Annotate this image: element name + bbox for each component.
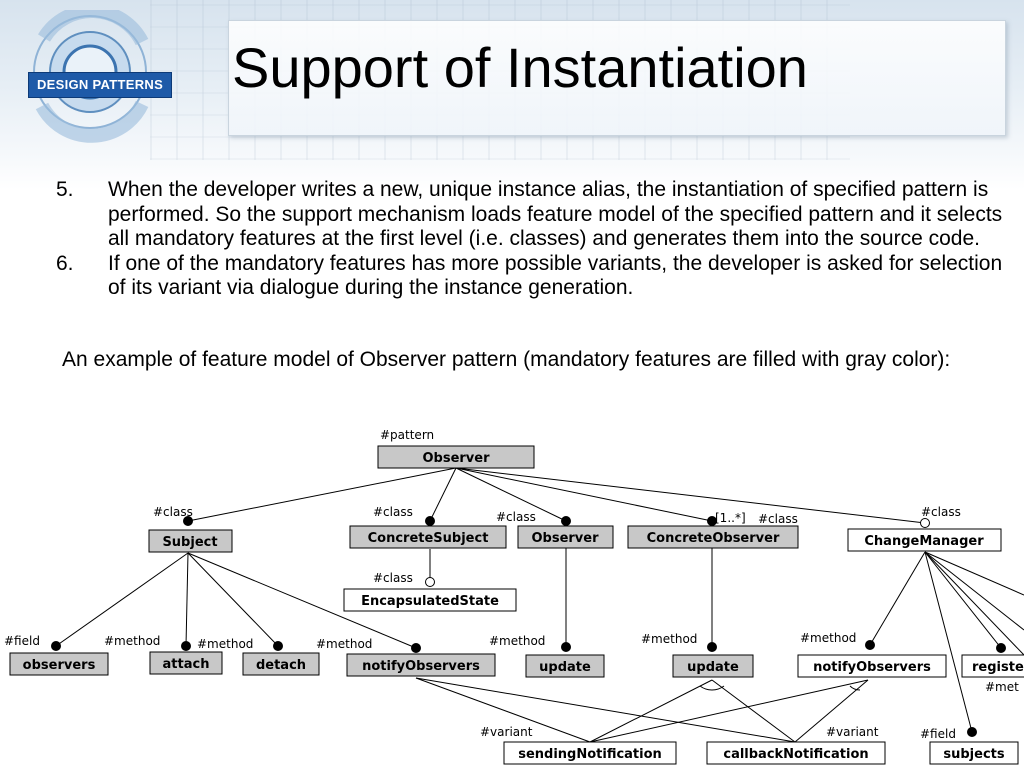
svg-text:ConcreteSubject: ConcreteSubject (368, 531, 489, 546)
logo-band: DESIGN PATTERNS (28, 72, 172, 98)
stereotype-label: #method (104, 634, 160, 648)
stereotype-label: #class (496, 510, 536, 524)
stereotype-label: #method (489, 634, 545, 648)
node-subjects-field: subjects (929, 741, 1019, 765)
svg-text:registe: registe (972, 660, 1024, 675)
svg-text:Observer: Observer (531, 531, 599, 546)
node-notify-observers-1: notifyObservers (346, 653, 496, 677)
stereotype-label: #field (4, 634, 40, 648)
list-item-text: When the developer writes a new, unique … (108, 178, 1003, 250)
svg-text:sendingNotification: sendingNotification (518, 747, 662, 762)
stereotype-label: #field (920, 727, 956, 741)
node-change-manager: ChangeManager (847, 528, 1002, 552)
svg-text:observers: observers (23, 658, 96, 673)
stereotype-label: #method (316, 637, 372, 651)
connector-dots (51, 516, 1006, 737)
node-update-2: update (672, 654, 754, 678)
svg-text:attach: attach (163, 657, 210, 672)
feature-model-diagram: Observer #pattern Subject #class Concret… (4, 428, 1024, 765)
list-item-6: 6. If one of the mandatory features has … (56, 252, 1016, 301)
stereotype-label: #class (758, 512, 798, 526)
diagram-edges (55, 467, 1024, 743)
node-concrete-subject: ConcreteSubject (349, 525, 507, 549)
svg-text:Subject: Subject (162, 535, 217, 550)
node-sending-notification: sendingNotification (503, 741, 677, 765)
node-subject: Subject (148, 529, 233, 553)
example-caption: An example of feature model of Observer … (62, 348, 951, 371)
list-item-number: 5. (56, 178, 74, 201)
stereotype-label: #class (373, 571, 413, 585)
node-attach: attach (149, 651, 223, 675)
stereotype-label: #class (373, 505, 413, 519)
page-title: Support of Instantiation (232, 36, 808, 99)
svg-text:notifyObservers: notifyObservers (813, 660, 931, 675)
node-observers-field: observers (9, 652, 109, 676)
stereotype-label: #method (641, 632, 697, 646)
svg-text:subjects: subjects (943, 747, 1004, 762)
list-item-number: 6. (56, 251, 74, 275)
node-callback-notification: callbackNotification (706, 741, 886, 765)
stereotype-label: #met (985, 680, 1019, 694)
node-notify-observers-2: notifyObservers (797, 654, 947, 678)
node-update-1: update (525, 654, 605, 678)
svg-text:Observer: Observer (422, 451, 490, 466)
svg-text:detach: detach (256, 658, 306, 673)
node-concrete-observer: ConcreteObserver (627, 525, 799, 549)
list-item-5: 5. When the developer writes a new, uniq… (56, 178, 1016, 252)
node-encapsulated-state: EncapsulatedState (343, 588, 517, 612)
svg-text:update: update (539, 660, 591, 675)
stereotype-label: #variant (480, 725, 533, 739)
stereotype-label: #method (197, 637, 253, 651)
svg-text:update: update (687, 660, 739, 675)
node-detach: detach (242, 652, 320, 676)
svg-text:ChangeManager: ChangeManager (864, 534, 984, 549)
node-observer-pattern: Observer (377, 445, 535, 469)
multiplicity-label: [1..*] (715, 511, 746, 525)
stereotype-label: #method (800, 631, 856, 645)
node-register: registe (961, 654, 1024, 678)
stereotype-label: #pattern (380, 428, 434, 442)
stereotype-label: #class (921, 505, 961, 519)
design-patterns-logo: DESIGN PATTERNS (14, 4, 174, 150)
list-item-text: If one of the mandatory features has mor… (108, 251, 1003, 300)
stereotype-label: #class (153, 505, 193, 519)
svg-text:notifyObservers: notifyObservers (362, 659, 480, 674)
title-box (228, 20, 1006, 136)
numbered-list: 5. When the developer writes a new, uniq… (56, 178, 1016, 301)
svg-text:ConcreteObserver: ConcreteObserver (647, 531, 780, 546)
stereotype-label: #variant (826, 725, 879, 739)
svg-text:callbackNotification: callbackNotification (723, 747, 868, 762)
svg-text:EncapsulatedState: EncapsulatedState (361, 594, 499, 609)
node-observer-class: Observer (517, 525, 614, 549)
